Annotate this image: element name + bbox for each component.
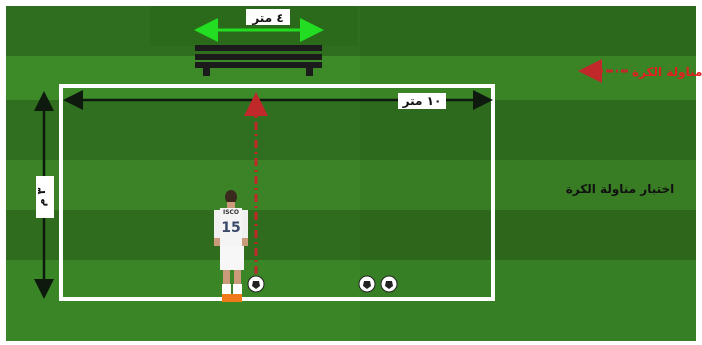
bench-distance-label: ٤ متر <box>251 11 283 25</box>
ball-icon <box>359 276 375 292</box>
test-title: اختبار مناولة الكرة <box>566 182 675 197</box>
player-number: 15 <box>221 220 240 236</box>
width-distance-label: ١٠ متر <box>402 94 442 108</box>
legend-dribble-label: مناولة الكرة <box>632 65 702 80</box>
grass-field <box>6 6 696 341</box>
side-distance-label: ٣ م <box>35 187 48 206</box>
ball-icon <box>248 276 264 292</box>
player-name: ISCO <box>223 209 239 216</box>
ball-icon <box>381 276 397 292</box>
